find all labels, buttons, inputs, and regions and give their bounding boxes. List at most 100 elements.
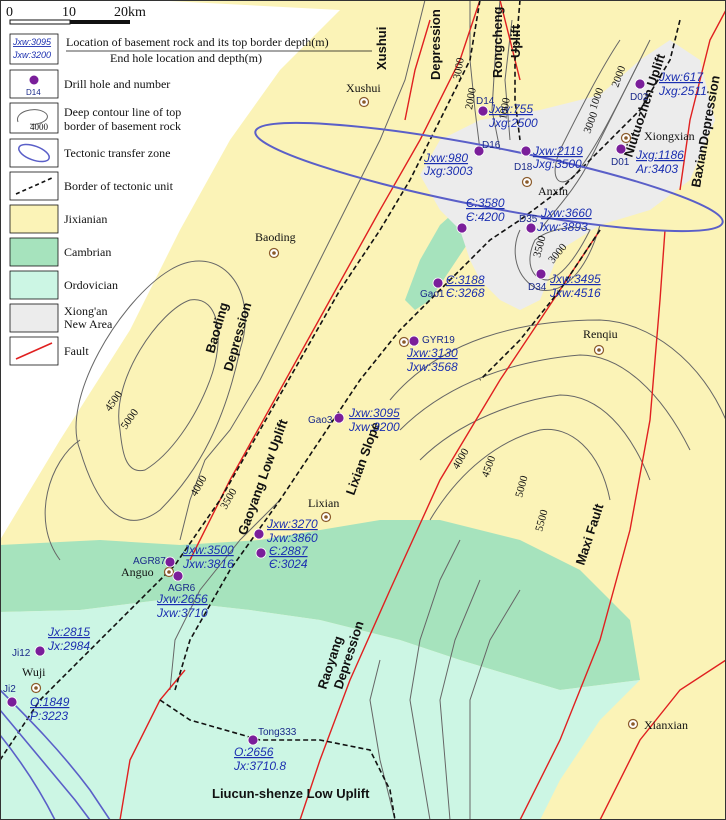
legend-xiongan-label-2: New Area — [64, 317, 113, 331]
contour-line — [439, 579, 481, 820]
scale-bar: 0 10 20km — [6, 5, 146, 25]
well-top-depth: Jxw:3660 — [540, 206, 592, 220]
well-top-depth: Jxw:2119 — [532, 144, 583, 158]
legend-fault-label: Fault — [64, 344, 89, 358]
legend-xiongan: Xiong'an New Area — [9, 303, 113, 333]
well-D01: D01 Jxg:1186 Ar:3403 — [611, 143, 684, 176]
well-top-depth: Є:3580 — [466, 196, 505, 210]
legend-transfer: Tectonic transfer zone — [9, 138, 170, 168]
contour-line — [529, 227, 591, 281]
well-top-depth: Jx:2815 — [47, 625, 90, 639]
legend-contour-sample: 4000 — [30, 122, 49, 132]
contour-line — [118, 299, 219, 472]
well-id: Gao3 — [308, 415, 333, 426]
city-name: Wuji — [22, 665, 46, 679]
city-anguo: Anguo — [121, 565, 175, 579]
legend-cambrian: Cambrian — [9, 237, 111, 267]
well-end-depth: Є:3268 — [446, 286, 485, 300]
well-D18: D18 Jxw:2119 Jxg:3500 — [514, 144, 583, 173]
well-top-depth: Jxg:1186 — [635, 148, 684, 162]
well-top-depth: Jxw:3095 — [348, 406, 400, 420]
faults — [119, 0, 726, 820]
city-name: Renqiu — [583, 327, 618, 341]
fault-line — [679, 9, 726, 191]
contour-line — [469, 589, 521, 820]
legend-basement-label-top: Location of basement rock and its top bo… — [66, 35, 329, 49]
contour-line — [389, 319, 726, 421]
contour-label: 5500 — [533, 508, 550, 533]
legend-ordovician-label: Ordovician — [64, 278, 118, 292]
contour-line — [169, 499, 281, 691]
label-liucun-shenze: Liucun-shenze Low Uplift — [212, 786, 370, 801]
ordovician-area — [0, 600, 640, 820]
cambrian-area — [0, 520, 640, 690]
well-id: Tong333 — [258, 727, 297, 738]
contour-line — [179, 0, 426, 541]
well-top-depth: Є:3188 — [446, 273, 485, 287]
well-id: D14 — [476, 96, 495, 107]
well-D14: D14 Jxw:755 Jxg:2500 — [476, 96, 538, 130]
contour-line — [514, 224, 601, 291]
scale-tick-10: 10 — [62, 5, 76, 20]
legend-drill-label: Drill hole and number — [64, 77, 170, 91]
well-id: D02 — [630, 92, 649, 103]
well-top-depth: Jxw:617 — [658, 70, 704, 84]
border-line — [0, 0, 481, 761]
well-end-depth: Jxg:2500 — [488, 116, 538, 130]
well-top-depth: O:1849 — [30, 695, 70, 709]
label-rongcheng-2: Uplift — [508, 24, 523, 58]
city-baoding: Baoding — [255, 230, 296, 259]
well-D16: D16 Jxw:980 Jxg:3003 — [423, 140, 501, 178]
border-line — [174, 19, 681, 691]
well-unnamed-gaoyang-south: Є:2887 Є:3024 — [255, 544, 309, 571]
city-name: Lixian — [308, 496, 339, 510]
contour-line — [44, 439, 81, 561]
well-unnamed-cambrian-north: Є:3580 Є:4200 — [456, 196, 505, 234]
well-id: GYR19 — [422, 335, 455, 346]
contour-line — [369, 659, 396, 820]
city-renqiu: Renqiu — [583, 327, 618, 356]
well-end-depth: Jxg:3003 — [423, 164, 473, 178]
well-end-depth: Jxw:3710 — [156, 606, 208, 620]
well-top-depth: Є:2887 — [269, 544, 309, 558]
tectonic-borders — [0, 0, 681, 820]
well-id: D16 — [482, 140, 501, 151]
city-name: Anxin — [538, 184, 568, 198]
city-name: Xiongxian — [644, 129, 695, 143]
legend-contour-label-2: border of basement rock — [64, 119, 181, 133]
well-top-depth: Jxw:3495 — [549, 272, 601, 286]
well-end-depth: Jxw:3860 — [266, 531, 318, 545]
well-top-depth: O:2656 — [234, 745, 274, 759]
well-Tong333: Tong333 O:2656 Jx:3710.8 — [233, 727, 297, 773]
fault-line — [599, 659, 726, 820]
city-lixian: Lixian — [308, 496, 339, 523]
contour-line — [409, 539, 461, 820]
legend-cambrian-label: Cambrian — [64, 245, 111, 259]
fault-line — [404, 19, 431, 121]
city-wuji: Wuji — [22, 665, 46, 694]
well-end-depth: Jxw:3893 — [536, 220, 588, 234]
city-name: Anguo — [121, 565, 154, 579]
well-end-depth: Jxg:2511 — [658, 84, 707, 98]
legend-border: Border of tectonic unit — [9, 171, 174, 201]
legend-jixianian-label: Jixianian — [64, 212, 107, 226]
city-name: Baoding — [255, 230, 296, 244]
border-line — [514, 0, 521, 141]
fault-line — [299, 229, 601, 820]
label-xushui-depression-2: Depression — [428, 9, 443, 80]
contour-label: 2000 — [463, 86, 479, 110]
legend-basement-sample-bottom: Jxw:3200 — [12, 50, 51, 60]
well-top-depth: Jxw:3130 — [406, 346, 458, 360]
legend: Jxw:3095 Jxw:3200 Location of basement r… — [9, 33, 372, 366]
legend-drill-sample: D14 — [26, 88, 41, 97]
fault-line — [119, 669, 186, 820]
well-AGR87: AGR87 Jxw:3500 Jxw:3816 — [133, 543, 234, 571]
well-D02: D02 Jxw:617 Jxg:2511 — [630, 70, 707, 103]
cambrian-tongue — [405, 200, 470, 310]
well-end-depth: Jxg:3500 — [532, 157, 582, 171]
well-id: D18 — [514, 162, 533, 173]
label-xushui-depression-1: Xushui — [374, 27, 389, 70]
well-id: D34 — [528, 282, 547, 293]
city-name: Xianxian — [644, 718, 688, 732]
